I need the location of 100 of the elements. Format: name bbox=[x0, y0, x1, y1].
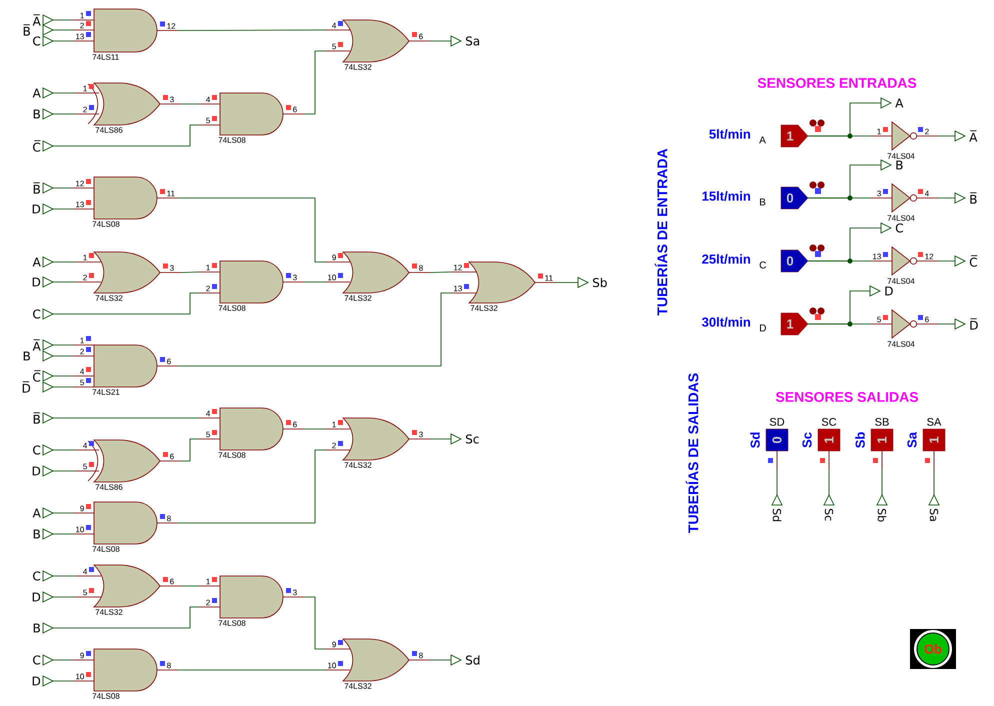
wire bbox=[52, 292, 200, 314]
part-label: 74LS04 bbox=[888, 215, 915, 221]
probe-label: SB bbox=[875, 418, 889, 426]
wire bbox=[178, 292, 452, 366]
pin-number: 4 bbox=[83, 442, 88, 448]
pin-number: 10 bbox=[328, 274, 336, 280]
part-label: 74LS11 bbox=[92, 54, 119, 60]
wire bbox=[52, 470, 76, 472]
node-label: D bbox=[32, 592, 40, 602]
part-label: 74LS21 bbox=[92, 389, 120, 395]
wire bbox=[430, 438, 452, 440]
pin-number: 6 bbox=[170, 454, 174, 460]
pin-number: 3 bbox=[293, 590, 297, 596]
logic-state-source: 0 bbox=[780, 244, 824, 272]
pin-number: 2 bbox=[83, 106, 87, 112]
pin-number: 12 bbox=[167, 23, 176, 29]
logic-probe: 1 bbox=[818, 428, 840, 470]
input-terminal: A̅ bbox=[32, 339, 54, 351]
wire bbox=[304, 428, 326, 430]
node-label: D bbox=[32, 278, 40, 286]
node-label: B̅ bbox=[34, 182, 40, 194]
wire bbox=[52, 512, 74, 514]
pin-number: 3 bbox=[419, 432, 423, 438]
pin-number: 4 bbox=[83, 568, 88, 574]
pin-number: 3 bbox=[293, 274, 297, 280]
pin-number: 2 bbox=[83, 274, 87, 280]
wire bbox=[52, 386, 74, 388]
pin-number: 5 bbox=[877, 316, 881, 322]
wire bbox=[828, 470, 830, 496]
node-label: D bbox=[32, 204, 40, 214]
pin-number: 5 bbox=[80, 380, 84, 386]
probe-label: SA bbox=[927, 418, 942, 426]
probe-label: SD bbox=[770, 418, 784, 426]
pin-number: 11 bbox=[545, 275, 553, 281]
probe-name: Sc bbox=[802, 432, 812, 448]
logic-probe: 0 bbox=[766, 428, 788, 470]
section-title: SENSORES SALIDAS bbox=[776, 392, 918, 402]
wire bbox=[52, 124, 200, 146]
input-terminal: C̅ bbox=[33, 140, 54, 152]
part-label: 74LS08 bbox=[218, 305, 246, 311]
output-terminal: D̅ bbox=[954, 318, 978, 330]
wire bbox=[52, 208, 74, 210]
pin-number: 4 bbox=[206, 96, 210, 102]
pin-number: 12 bbox=[925, 254, 934, 260]
wire bbox=[52, 92, 76, 94]
output-terminal: A̅ bbox=[954, 130, 978, 142]
node-label: D bbox=[885, 286, 893, 296]
pin-number: 6 bbox=[925, 316, 929, 322]
pin-number: 4 bbox=[80, 368, 84, 374]
pin-number: 1 bbox=[332, 422, 336, 428]
logic-state-source: 0 bbox=[780, 181, 824, 210]
pin-number: 3 bbox=[877, 190, 881, 196]
pin-number: 8 bbox=[167, 662, 171, 668]
pin-number: 5 bbox=[83, 590, 87, 596]
node-label: Sa bbox=[930, 508, 938, 521]
input-name: C bbox=[760, 261, 766, 269]
wire bbox=[178, 450, 326, 524]
node-label: Sd bbox=[466, 655, 480, 665]
pin-number: 1 bbox=[877, 128, 881, 134]
part-label: 74LS32 bbox=[96, 609, 122, 615]
part-label: 74LS08 bbox=[218, 137, 246, 143]
node-label: A bbox=[32, 508, 41, 518]
node-label: Sb bbox=[592, 278, 607, 288]
probe-name: Sb bbox=[855, 432, 865, 448]
node-label: B bbox=[896, 160, 903, 170]
pin-number: 1 bbox=[80, 12, 84, 18]
part-label: 74LS08 bbox=[92, 221, 120, 227]
input-name: B bbox=[760, 198, 766, 206]
node-label: A bbox=[32, 258, 41, 266]
wire bbox=[178, 30, 326, 31]
node-label: B̅ bbox=[24, 24, 30, 36]
probe-name: Sa bbox=[907, 432, 917, 448]
pin-number: 5 bbox=[206, 118, 210, 124]
part-label: 74LS08 bbox=[92, 546, 120, 552]
wire bbox=[52, 596, 76, 598]
pin-number: 3 bbox=[170, 265, 174, 271]
logic-probe: 1 bbox=[870, 428, 894, 470]
output-terminal: B̅ bbox=[954, 192, 977, 204]
pin-number: 1 bbox=[83, 254, 87, 260]
node-label: C bbox=[33, 36, 40, 46]
node-label: B bbox=[34, 110, 40, 118]
pin-number: 10 bbox=[328, 662, 336, 668]
flow-label: 25lt/min bbox=[702, 254, 750, 264]
node-label: C bbox=[33, 571, 40, 581]
part-label: 74LS08 bbox=[218, 452, 246, 458]
input-terminal: B̅ bbox=[34, 412, 54, 424]
node-label: C bbox=[896, 223, 903, 233]
wire bbox=[180, 438, 200, 462]
wire bbox=[180, 272, 200, 273]
part-label: 74LS08 bbox=[218, 620, 246, 626]
pin-number: 13 bbox=[76, 202, 84, 208]
part-label: 74LS32 bbox=[344, 683, 372, 689]
pin-number: 4 bbox=[332, 22, 336, 28]
node-label: A bbox=[32, 88, 41, 98]
pin-number: 10 bbox=[76, 526, 84, 532]
pin-number: 2 bbox=[206, 286, 210, 292]
probe-label: SC bbox=[822, 418, 836, 426]
part-label: 74LS08 bbox=[92, 693, 120, 699]
wire bbox=[430, 272, 452, 273]
pin-number: 3 bbox=[170, 96, 174, 102]
